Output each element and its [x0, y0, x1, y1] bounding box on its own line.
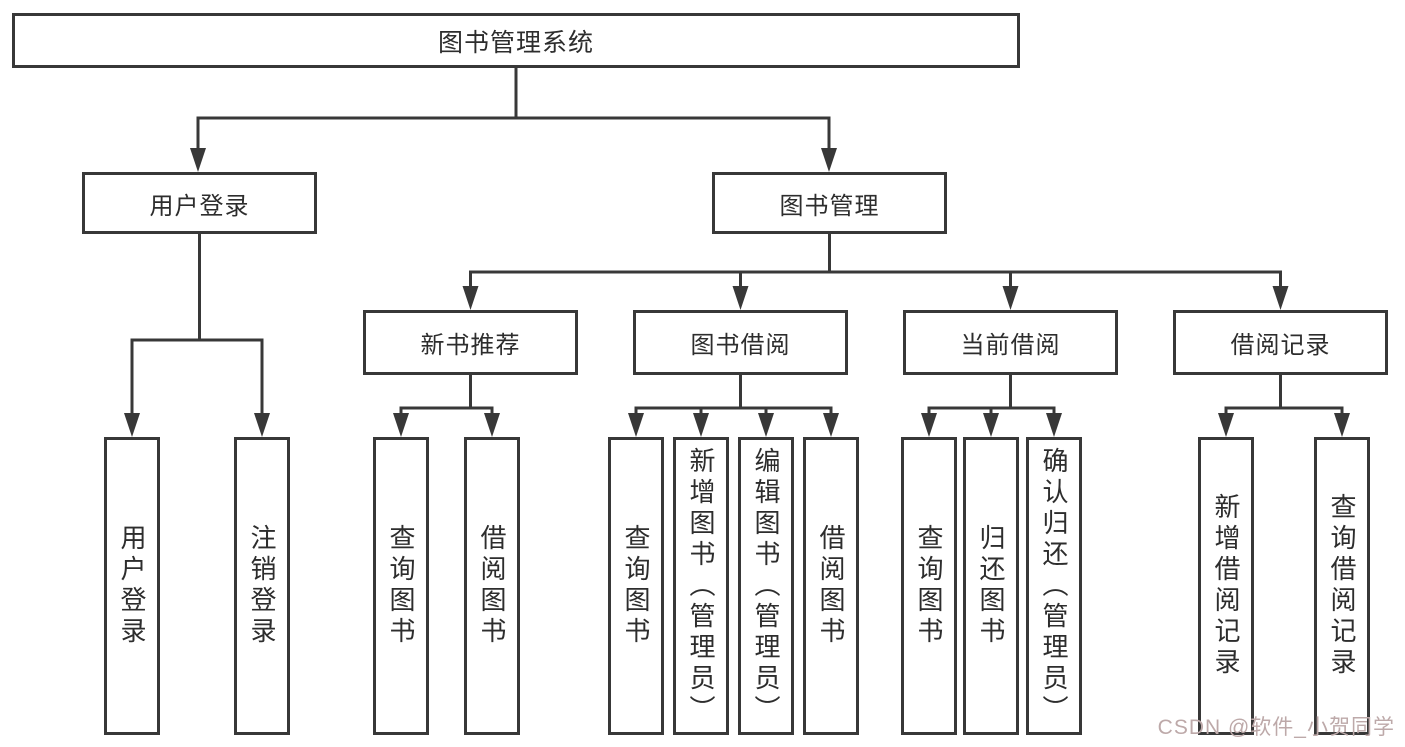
- leaf-rec-query-record: 查询借阅记录: [1314, 437, 1370, 735]
- watermark: CSDN @软件_小贺同学: [1157, 716, 1395, 739]
- leaf-user-login: 用户登录: [104, 437, 160, 735]
- node-book-borrow: 图书借阅: [633, 310, 848, 375]
- leaf-cb-confirm-return-admin: 确认归还（管理员）: [1026, 437, 1082, 735]
- leaf-logout: 注销登录: [234, 437, 290, 735]
- node-library-system: 图书管理系统: [12, 13, 1020, 68]
- leaf-bw-borrow-book: 借阅图书: [803, 437, 859, 735]
- leaf-nb-borrow-book: 借阅图书: [464, 437, 520, 735]
- leaf-bw-edit-book-admin: 编辑图书（管理员）: [738, 437, 794, 735]
- leaf-rec-add-record: 新增借阅记录: [1198, 437, 1254, 735]
- leaf-bw-query-book: 查询图书: [608, 437, 664, 735]
- node-book-management: 图书管理: [712, 172, 947, 234]
- node-new-book-recommend: 新书推荐: [363, 310, 578, 375]
- leaf-cb-query-book: 查询图书: [901, 437, 957, 735]
- node-borrow-records: 借阅记录: [1173, 310, 1388, 375]
- node-user-login: 用户登录: [82, 172, 317, 234]
- leaf-nb-query-book: 查询图书: [373, 437, 429, 735]
- leaf-bw-add-book-admin: 新增图书（管理员）: [673, 437, 729, 735]
- node-current-borrow: 当前借阅: [903, 310, 1118, 375]
- leaf-cb-return-book: 归还图书: [963, 437, 1019, 735]
